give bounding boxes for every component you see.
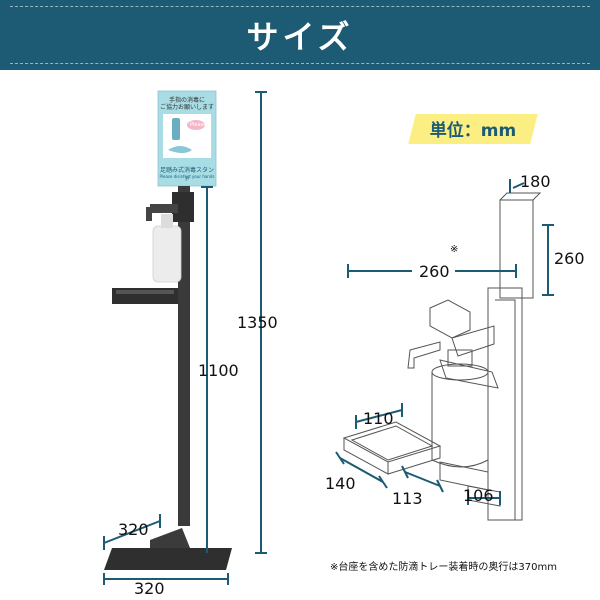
sign-badge-shape [187, 120, 205, 130]
stand-pump-arm [150, 204, 178, 213]
stand-base [104, 548, 232, 570]
sign-bottle-icon [172, 118, 180, 140]
dim-label-110: 110 [363, 409, 394, 428]
header-banner: サイズ [0, 0, 600, 70]
detail-sign-panel [499, 199, 534, 299]
dim-label-320-bottom: 320 [134, 579, 165, 598]
dim-label-1100: 1100 [198, 361, 239, 380]
detail-nozzle [407, 341, 441, 369]
dim-label-180: 180 [520, 172, 551, 191]
sign-line2: ご協力お願いします [159, 104, 214, 111]
sign-badge: Please [190, 122, 207, 128]
sign-caption: 足踏み式消毒スタンド [159, 167, 214, 183]
detail-pump-head [429, 299, 471, 339]
dim-line-1100 [201, 186, 213, 553]
dim-label-140: 140 [325, 474, 356, 493]
header-stitch-top [10, 6, 590, 7]
sign-hands-icon [168, 146, 192, 153]
stand-bottle-neck [161, 214, 173, 228]
detail-dimensions [335, 179, 554, 505]
dim-line-1350 [255, 91, 267, 554]
page-title: サイズ [246, 18, 354, 56]
dim-label-320-top: 320 [118, 520, 149, 539]
detail-holder [439, 359, 499, 389]
dim-label-106: 106 [463, 486, 494, 505]
dim-asterisk: ※ [450, 244, 459, 255]
stand-pump-head [172, 192, 194, 222]
detail-line-art [342, 192, 542, 521]
stand-nozzle [146, 207, 152, 221]
dim-label-1350: 1350 [237, 313, 278, 332]
dim-label-113: 113 [392, 489, 423, 508]
dim-line-320-top [103, 514, 161, 550]
footnote: ※台座を含めた防滴トレー装着時の奥行は370mm [330, 562, 557, 573]
sign-line1: 手指の消毒に [168, 97, 205, 104]
header-stitch-bottom [10, 63, 590, 64]
unit-label: 単位：mm [429, 121, 517, 141]
stand-tray-inner [116, 290, 174, 294]
dim-label-260-horizontal: 260 [419, 262, 450, 281]
dim-label-260-vertical: 260 [554, 249, 585, 268]
stand-pedal [150, 528, 190, 548]
sign-english: Please disinfect your hands [159, 174, 215, 179]
dim-line-320-bottom [103, 573, 229, 585]
